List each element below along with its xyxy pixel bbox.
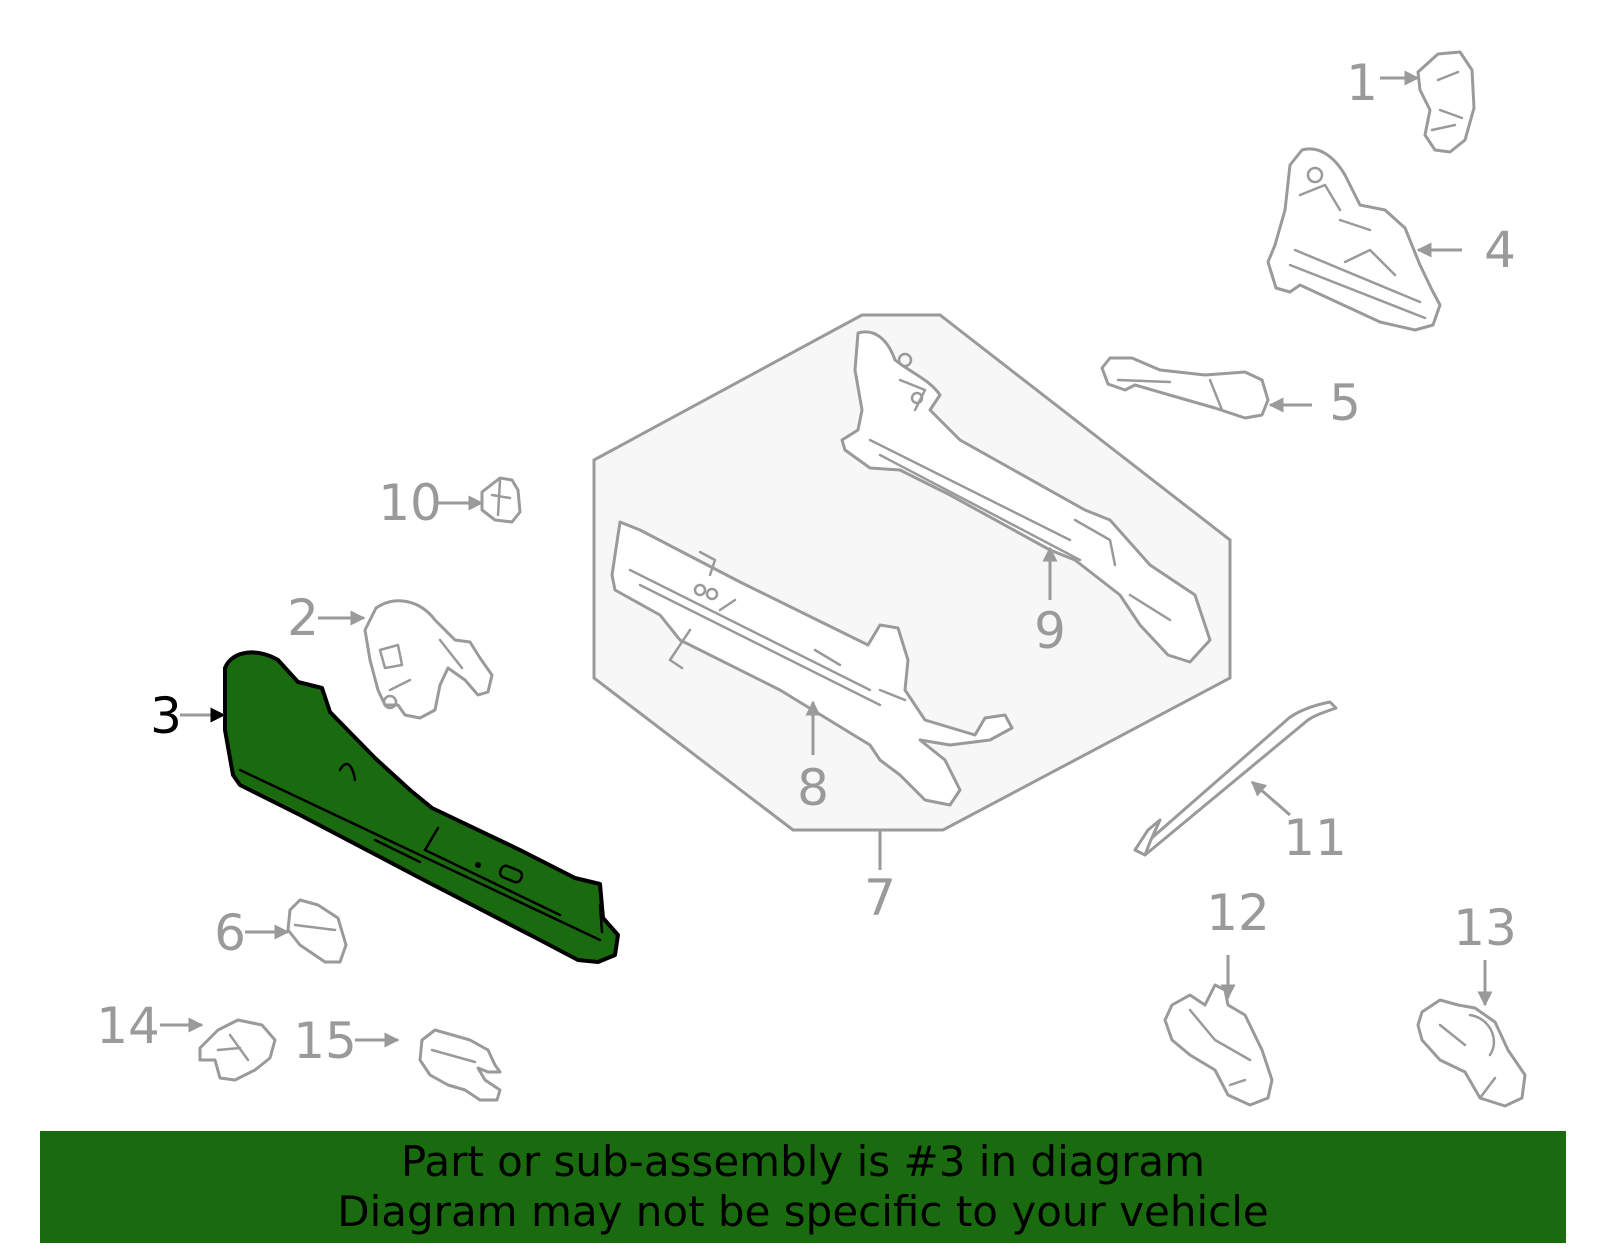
callout-15[interactable]: 15 [293,1012,357,1070]
callout-11[interactable]: 11 [1283,809,1347,867]
part-4-hinge-cover[interactable] [1266,147,1442,332]
part-2-side-cover[interactable] [363,599,494,720]
callout-9[interactable]: 9 [1034,602,1066,660]
callout-5[interactable]: 5 [1329,374,1361,432]
callout-12[interactable]: 12 [1206,884,1270,942]
part-9-track-rail[interactable] [840,330,1212,664]
callout-14[interactable]: 14 [96,997,160,1055]
part-6-cap[interactable] [286,898,348,964]
callout-7[interactable]: 7 [864,869,896,927]
callout-4[interactable]: 4 [1484,221,1516,279]
part-8-track-rail[interactable] [610,520,1014,807]
part-10-clip[interactable] [480,476,522,524]
callout-6[interactable]: 6 [214,904,246,962]
part-11-rod[interactable] [1133,700,1338,857]
assembly-hexagon [592,313,1232,832]
part-13-cover[interactable] [1416,998,1527,1108]
part-14-clip[interactable] [198,1018,277,1082]
callout-10[interactable]: 10 [378,474,442,532]
leader-11 [1250,780,1291,817]
info-banner: Part or sub-assembly is #3 in diagram Di… [40,1131,1566,1243]
callout-3[interactable]: 3 [150,687,182,745]
part-15-clip[interactable] [418,1028,502,1102]
callout-2[interactable]: 2 [287,589,319,647]
banner-line-1: Part or sub-assembly is #3 in diagram [400,1137,1206,1186]
part-5-adjuster-handle[interactable] [1100,356,1270,420]
part-12-cover[interactable] [1163,983,1274,1107]
part-1-bracket[interactable] [1416,50,1476,154]
part-3-track-cover-highlighted[interactable] [223,650,620,964]
seat-track-assembly-group[interactable] [592,313,1232,832]
callout-13[interactable]: 13 [1453,899,1517,957]
callout-8[interactable]: 8 [797,759,829,817]
callout-1[interactable]: 1 [1346,54,1378,112]
banner-line-2: Diagram may not be specific to your vehi… [337,1187,1269,1236]
